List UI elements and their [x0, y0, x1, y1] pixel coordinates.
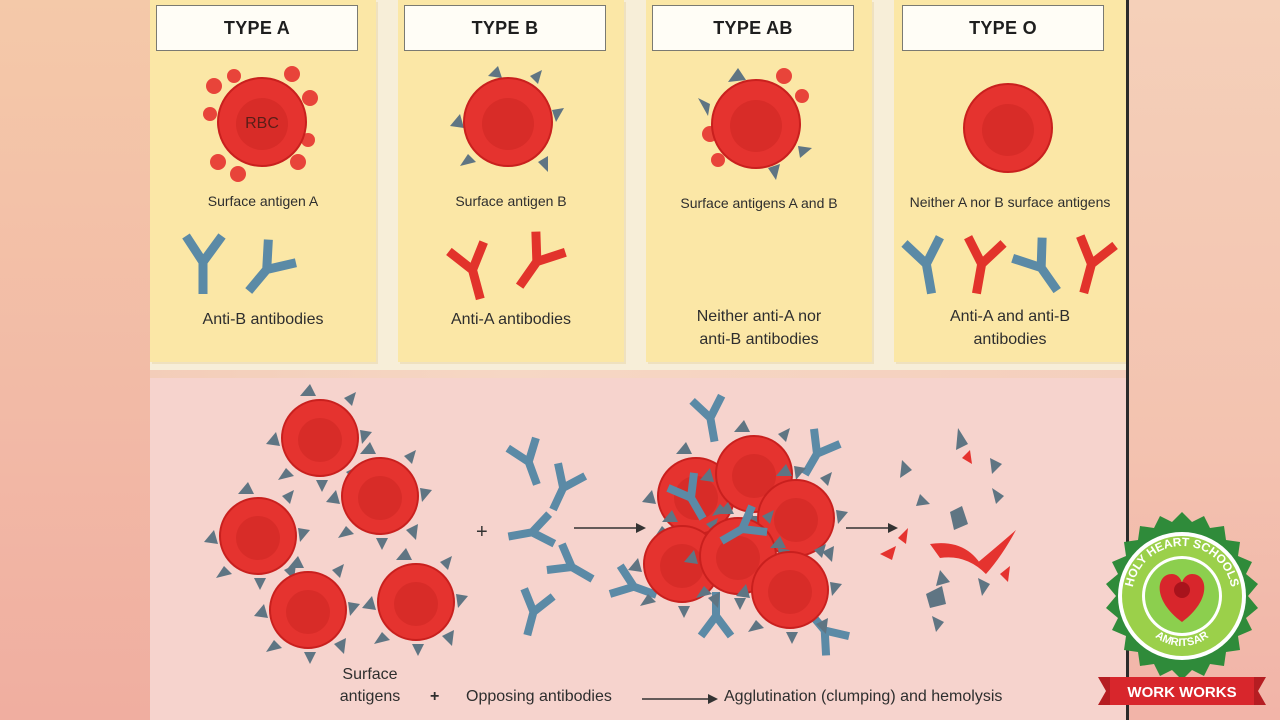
rbc-center: [236, 98, 288, 150]
rbc-type-a: [203, 66, 318, 182]
type-a-illustration: RBC: [182, 66, 318, 294]
type-o-antibody-label-line2: antibodies: [973, 331, 1047, 348]
logo-banner-text: WORK WORKS: [1127, 684, 1236, 701]
rbc-label: RBC: [245, 115, 279, 132]
antigen-a-marker: [230, 166, 246, 182]
anti-b-antibody: [245, 239, 297, 294]
arrow-icon: [574, 523, 646, 533]
free-antibody: [508, 438, 551, 490]
type-ab-antibody-label-line1: Neither anti-A nor: [696, 308, 822, 325]
type-o-illustration: [901, 83, 1118, 295]
antigen-a-marker: [203, 107, 217, 121]
column-type-o: TYPE O Neither A nor B surface antigens …: [894, 0, 1126, 362]
antigen-b-marker: [768, 164, 780, 180]
type-a-heading: TYPE A: [156, 5, 358, 51]
anti-b-antibody: [1011, 237, 1061, 294]
hemolysis-fragments: [880, 428, 1016, 632]
rbc-type-b: [450, 66, 564, 172]
rbc-type-o: [963, 83, 1053, 173]
anti-a-antibody: [446, 240, 488, 301]
column-type-a: TYPE A RBC Surface an: [150, 0, 376, 362]
antigen-b-marker: [450, 114, 464, 128]
rose-icon: [1174, 582, 1190, 598]
free-antibody: [506, 514, 555, 551]
antigen-b-marker: [538, 156, 548, 172]
rbc-center: [982, 104, 1034, 156]
antigen-a-marker: [795, 89, 809, 103]
school-logo: HOLY HEART SCHOOLS AMRITSAR WORK WORKS: [1098, 512, 1266, 705]
type-b-heading: TYPE B: [404, 5, 606, 51]
type-ab-antibody-label-line2: anti-B antibodies: [699, 331, 819, 348]
free-antibody: [547, 544, 600, 592]
arrow-icon: [846, 523, 898, 533]
anti-a-antibody: [515, 231, 567, 289]
column-type-b: TYPE B Surface antigen B Anti-A antibodi…: [398, 0, 624, 362]
bound-antibody: [692, 396, 729, 445]
antigen-a-marker: [302, 90, 318, 106]
surface-antigens-label-line1: Surface: [342, 666, 398, 683]
agglutination-illustration: +: [203, 383, 1016, 665]
anti-b-antibody: [182, 233, 226, 294]
type-a-antigen-label: Surface antigen A: [207, 193, 319, 209]
surface-antigens-label-line2: antigens: [339, 688, 401, 705]
type-o-heading: TYPE O: [902, 5, 1104, 51]
type-o-antibody-label-line1: Anti-A and anti-B: [949, 308, 1071, 325]
logo-banner: WORK WORKS: [1098, 677, 1266, 705]
antigen-b-marker: [728, 68, 746, 82]
antigen-a-marker: [227, 69, 241, 83]
antigen-b-marker: [552, 108, 564, 122]
antigen-b-marker: [698, 98, 710, 116]
antigen-b-marker: [488, 66, 502, 78]
type-b-antibody-label: Anti-A antibodies: [450, 311, 572, 328]
background-left: [0, 0, 150, 720]
rbc-center: [482, 98, 534, 150]
anti-a-antibody: [964, 235, 1007, 295]
antigen-b-marker: [798, 146, 812, 158]
free-antibody: [539, 463, 585, 516]
plus-sign: +: [430, 688, 440, 705]
antigen-a-marker: [284, 66, 300, 82]
free-antibody: [513, 589, 553, 639]
logo-ring-bottom-text: AMRITSAR: [1153, 629, 1211, 649]
antigen-a-marker: [206, 78, 222, 94]
opposing-antibodies-label: Opposing antibodies: [466, 688, 612, 705]
rbc-type-ab: [698, 68, 812, 180]
type-ab-heading: TYPE AB: [652, 5, 854, 51]
type-a-antibody-label: Anti-B antibodies: [202, 311, 324, 328]
svg-text:AMRITSAR: AMRITSAR: [1153, 629, 1211, 649]
antigen-a-marker: [290, 154, 306, 170]
plus-sign-icon: +: [476, 521, 488, 543]
rbc-with-antigens: [361, 547, 469, 657]
type-b-antigen-label: Surface antigen B: [455, 193, 567, 209]
arrow-icon: [642, 694, 718, 704]
type-b-illustration: [446, 66, 567, 301]
anti-a-antibody: [1076, 234, 1118, 295]
anti-b-antibody: [901, 235, 944, 295]
frame-divider: [1126, 0, 1129, 720]
agglutination-label: Agglutination (clumping) and hemolysis: [724, 688, 1003, 705]
antigen-b-marker: [460, 154, 476, 166]
antigen-a-marker: [711, 153, 725, 167]
column-type-ab: TYPE AB Surface antigens A and B Neither…: [646, 0, 872, 362]
antigen-a-marker: [210, 154, 226, 170]
type-o-antigen-label: Neither A nor B surface antigens: [909, 194, 1111, 210]
antigen-a-marker: [776, 68, 792, 84]
antigen-b-marker: [530, 70, 542, 84]
type-ab-illustration: [698, 68, 812, 180]
agglutination-panel: +: [150, 378, 1126, 720]
blood-types-panel: TYPE A RBC Surface an: [150, 0, 1126, 370]
type-ab-antigen-label: Surface antigens A and B: [680, 195, 838, 211]
rbc-center: [730, 100, 782, 152]
